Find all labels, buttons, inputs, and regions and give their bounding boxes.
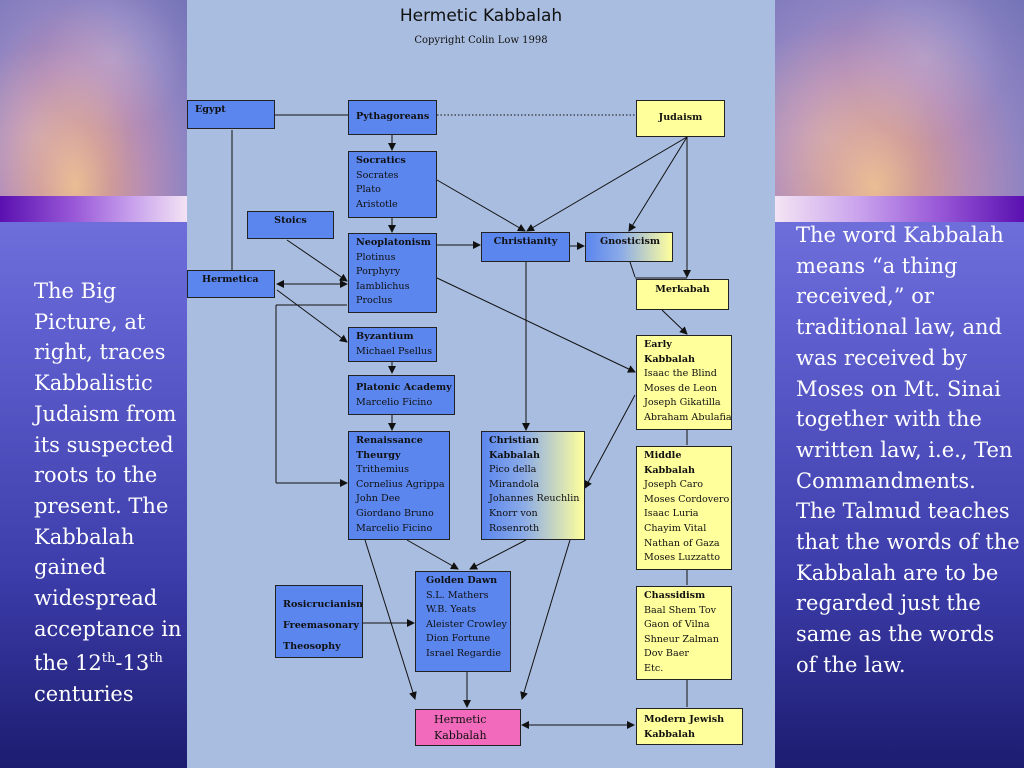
diagram-connectors <box>231 114 691 729</box>
node-platonic-academy: Platonic Academy Marcelio Ficino <box>348 375 455 415</box>
node-middle-kabbalah: Middle Kabbalah Joseph Caro Moses Cordov… <box>636 446 732 570</box>
node-egypt: Egypt <box>187 100 275 129</box>
left-description: The Big Picture, at right, traces Kabbal… <box>34 279 182 707</box>
decorative-band-left <box>0 196 188 222</box>
node-stoics: Stoics <box>247 211 334 239</box>
node-chassidism: Chassidism Baal Shem Tov Gaon of Vilna S… <box>636 586 732 680</box>
node-rosicrucianism: Rosicrucianism Freemasonary Theosophy <box>275 585 363 658</box>
node-merkabah: Merkabah <box>636 279 729 310</box>
node-modern-jewish-kabbalah: Modern Jewish Kabbalah <box>636 708 743 745</box>
decorative-band-right <box>775 196 1024 222</box>
diagram-subtitle: Copyright Colin Low 1998 <box>414 35 548 46</box>
node-early-kabbalah: Early Kabbalah Isaac the Blind Moses de … <box>636 335 732 430</box>
node-renaissance-theurgy: Renaissance Theurgy Trithemius Cornelius… <box>348 431 450 540</box>
node-neoplatonism: Neoplatonism Plotinus Porphyry Iamblichu… <box>348 233 437 313</box>
node-byzantium: Byzantium Michael Psellus <box>348 327 437 362</box>
diagram-title: Hermetic Kabbalah <box>399 6 563 26</box>
node-pythagoreans: Pythagoreans <box>348 100 437 135</box>
node-judaism: Judaism <box>636 100 725 137</box>
node-hermetic-kabbalah: Hermetic Kabbalah <box>415 709 521 746</box>
node-christian-kabbalah: Christian Kabbalah Pico della Mirandola … <box>481 431 585 540</box>
node-socratics: Socratics Socrates Plato Aristotle <box>348 151 437 218</box>
node-golden-dawn: Golden Dawn S.L. Mathers W.B. Yeats Alei… <box>415 571 511 672</box>
decorative-sky-image-right <box>775 0 1024 196</box>
kabbalah-diagram: Hermetic Kabbalah Copyright Colin Low 19… <box>187 0 775 768</box>
node-hermetica: Hermetica <box>187 270 275 298</box>
node-christianity: Christianity <box>481 232 570 262</box>
node-gnosticism: Gnosticism <box>585 232 673 262</box>
right-description: The word Kabbalah means “a thing receive… <box>796 223 1020 677</box>
decorative-sky-image-left <box>0 0 188 196</box>
